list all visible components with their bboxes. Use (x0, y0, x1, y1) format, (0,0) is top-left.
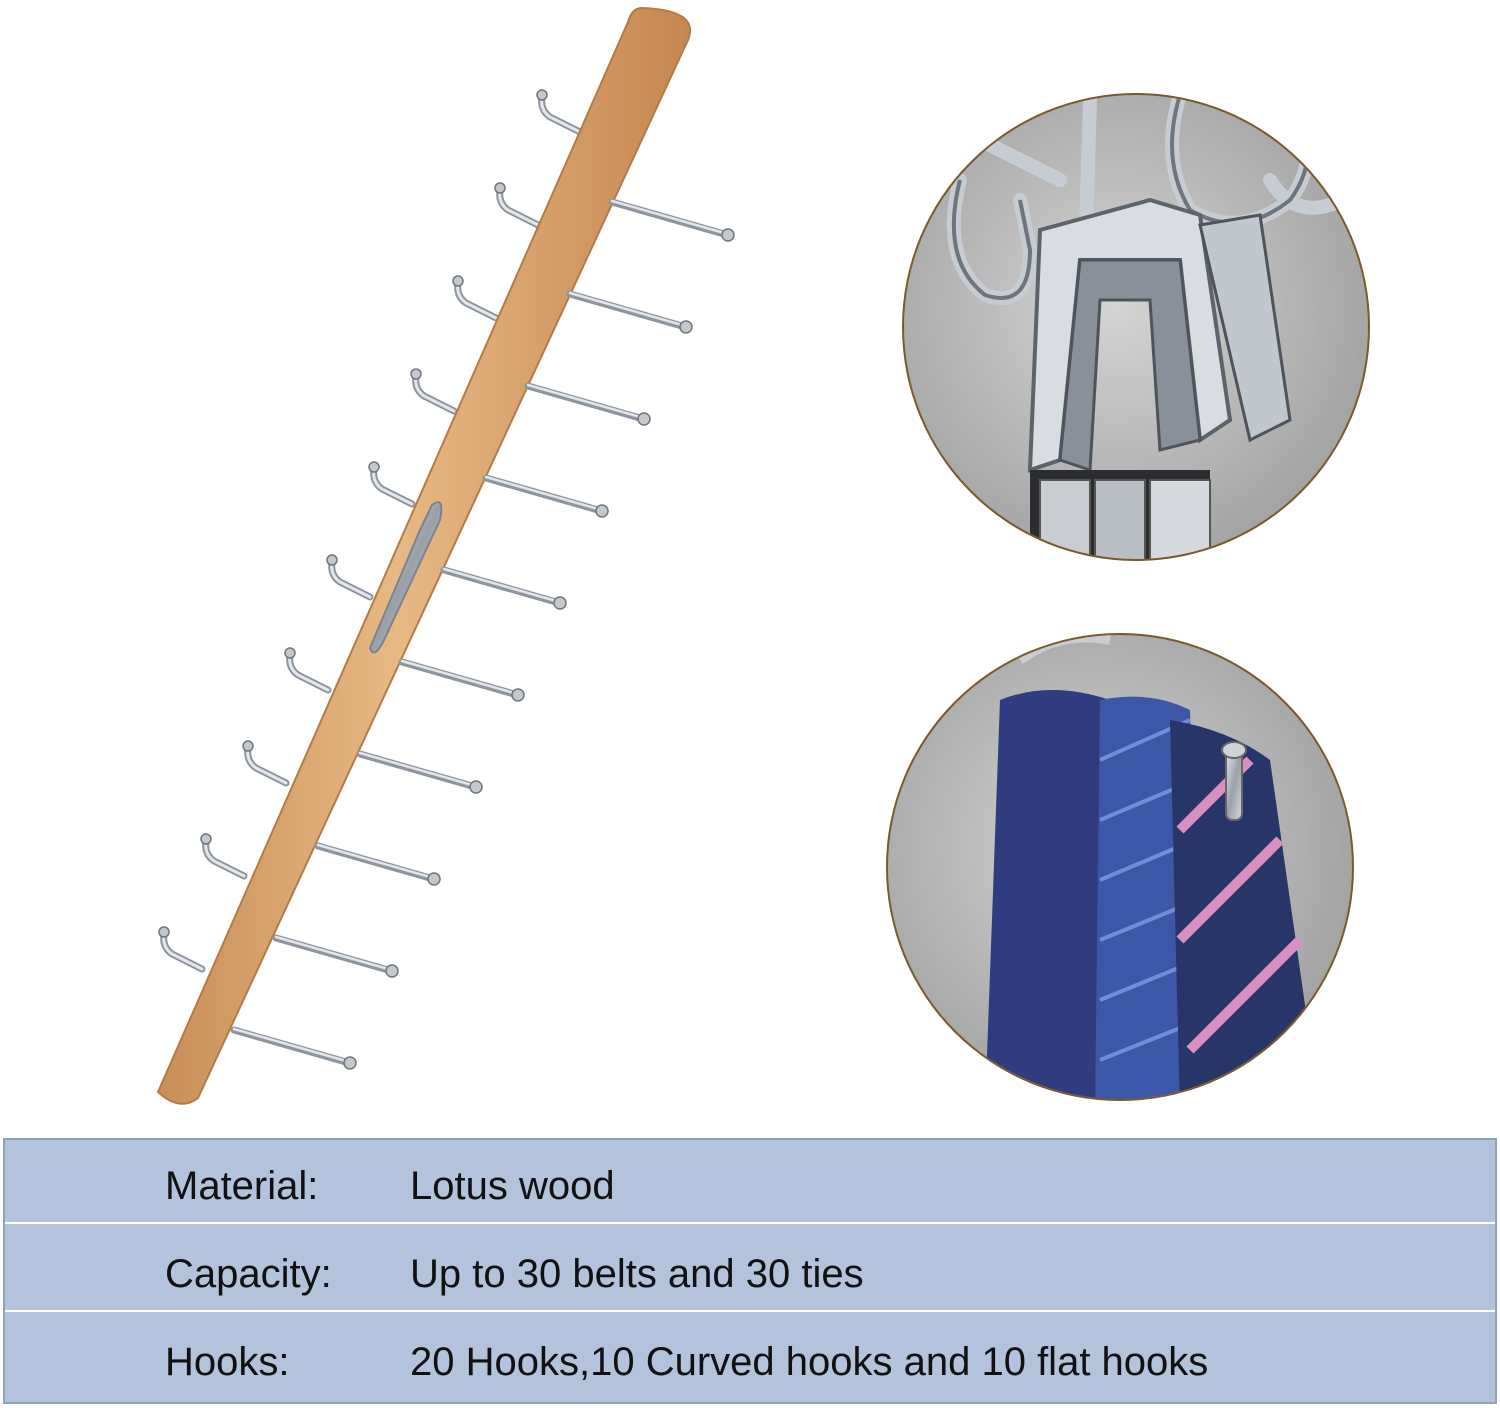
spec-table: Material: Lotus wood Capacity: Up to 30 … (3, 1138, 1497, 1404)
spec-row-material: Material: Lotus wood (5, 1140, 1495, 1224)
metal-hanger-clip (368, 501, 443, 654)
curved-hook (200, 833, 248, 880)
curved-hooks (158, 89, 584, 973)
flat-hook (314, 842, 441, 886)
wooden-rack (156, 6, 735, 1105)
curved-hook (410, 368, 458, 415)
flat-hook (356, 750, 483, 794)
curved-hook (494, 182, 542, 229)
curved-hook (242, 740, 290, 787)
curved-hook (326, 554, 374, 601)
spec-value: Lotus wood (410, 1164, 615, 1208)
flat-hook (608, 198, 735, 242)
ties (985, 690, 1320, 1099)
curved-hook (284, 647, 332, 694)
ties-closeup-circle (886, 633, 1354, 1101)
curved-hook (452, 275, 500, 322)
curved-hook (158, 926, 206, 973)
belts-closeup-circle (902, 93, 1370, 561)
spec-row-hooks: Hooks: 20 Hooks,10 Curved hooks and 10 f… (5, 1316, 1495, 1400)
spec-value: Up to 30 belts and 30 ties (410, 1252, 864, 1296)
flat-hook (524, 382, 651, 426)
flat-hook (230, 1026, 357, 1070)
spec-label: Material: (165, 1164, 319, 1208)
spec-label: Capacity: (165, 1252, 332, 1296)
spec-value: 20 Hooks,10 Curved hooks and 10 flat hoo… (410, 1340, 1209, 1384)
flat-hook (566, 290, 693, 334)
flat-hook (440, 566, 567, 610)
product-illustration (156, 6, 1370, 1105)
flat-hooks (230, 198, 735, 1070)
curved-hook (536, 89, 584, 136)
belt-buckles (1027, 197, 1292, 559)
flat-hook (482, 474, 609, 518)
spec-label: Hooks: (165, 1340, 290, 1384)
flat-hook (272, 934, 399, 978)
curved-hook (368, 461, 416, 508)
tie-hook-peg (1225, 749, 1243, 821)
flat-hook (398, 658, 525, 702)
spec-row-capacity: Capacity: Up to 30 belts and 30 ties (5, 1228, 1495, 1312)
